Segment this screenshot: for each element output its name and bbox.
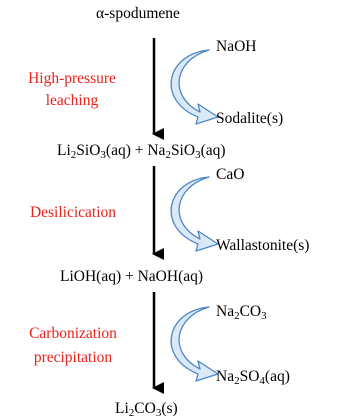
species-start: α-spodumene [96, 5, 180, 22]
curved-arrow-icon [170, 176, 219, 252]
reagent-cao: CaO [216, 166, 245, 183]
species-intermediate-1: Li2SiO3(aq) + Na2SiO3(aq) [57, 142, 226, 161]
byproduct-na2so4: Na2SO4(aq) [216, 368, 290, 387]
byproduct-sodalite: Sodalite(s) [216, 110, 284, 127]
curved-arrow-icon [170, 306, 219, 382]
byproduct-wallastonite: Wallastonite(s) [216, 237, 310, 254]
reagent-naoh: NaOH [216, 38, 257, 55]
reagent-na2co3: Na2CO3 [216, 303, 267, 322]
step-label-desilicication: Desilicication [29, 204, 117, 221]
species-product: Li2CO3(s) [115, 400, 178, 419]
species-intermediate-2: LiOH(aq) + NaOH(aq) [60, 268, 204, 285]
curved-arrow-icon [170, 49, 219, 125]
